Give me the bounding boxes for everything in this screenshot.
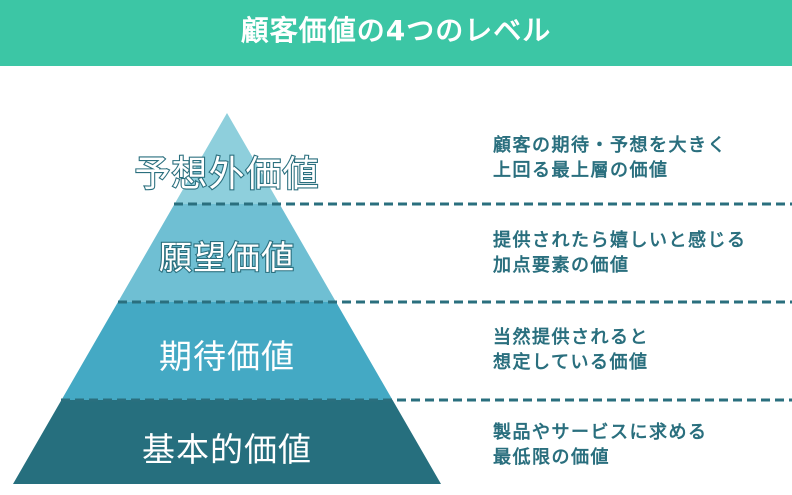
level-label-expected: 期待価値 — [159, 337, 295, 376]
page-title: 顧客価値の4つのレベル — [0, 0, 792, 66]
level-desc-basic: 製品やサービスに求める最低限の価値 — [493, 422, 708, 468]
level-desc-desired: 提供されたら嬉しいと感じる加点要素の価値 — [493, 230, 747, 276]
level-label-desired: 願望価値 — [158, 237, 295, 278]
level-label-basic: 基本的価値 — [142, 430, 312, 469]
level-desc-unexpected: 顧客の期待・予想を大きく上回る最上層の価値 — [493, 135, 727, 181]
level-desc-expected: 当然提供されると想定している価値 — [493, 327, 649, 373]
level-label-unexpected: 予想外価値 — [133, 153, 320, 196]
tier-basic — [13, 400, 441, 484]
